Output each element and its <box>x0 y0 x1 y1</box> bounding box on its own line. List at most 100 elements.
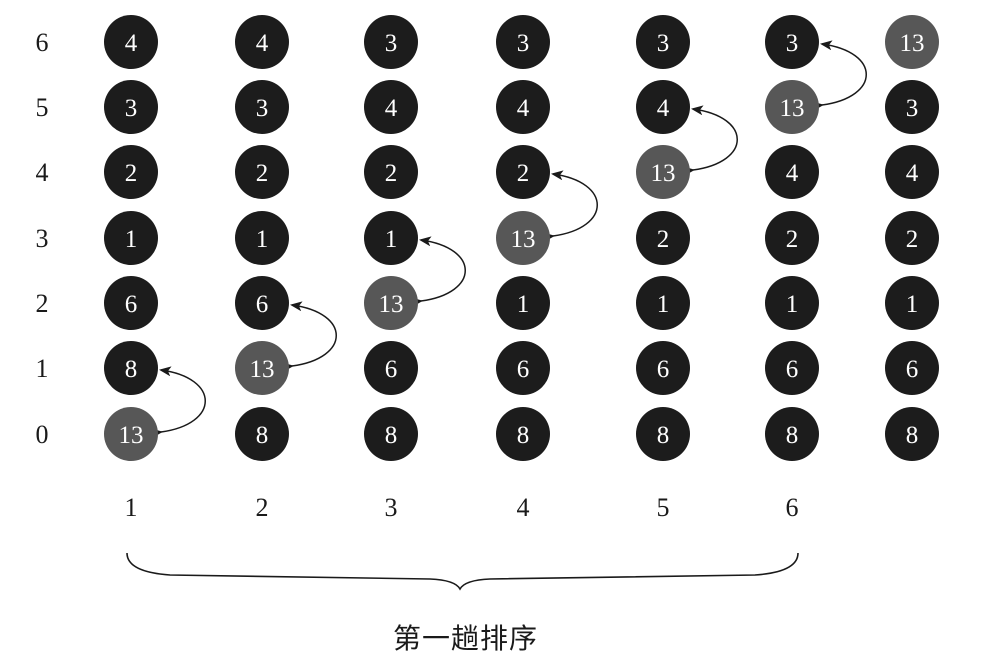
ball-value: 6 <box>256 291 269 318</box>
ball-value: 4 <box>657 95 670 122</box>
ball-circle <box>885 341 939 395</box>
ball-col6-row0: 8 <box>765 407 819 461</box>
ball-value: 4 <box>256 30 269 57</box>
row-label-6: 6 <box>36 28 49 57</box>
ball-circle <box>496 341 550 395</box>
ball-value: 13 <box>511 226 536 253</box>
ball-col4-row5: 4 <box>496 80 550 134</box>
ball-col6-row5: 13 <box>765 80 819 134</box>
ball-circle <box>364 145 418 199</box>
ball-col7-row1: 6 <box>885 341 939 395</box>
ball-value: 6 <box>786 356 799 383</box>
ball-value: 8 <box>657 422 670 449</box>
row-label-0: 0 <box>36 420 49 449</box>
ball-value: 1 <box>517 291 530 318</box>
ball-col5-row6: 3 <box>636 15 690 69</box>
ball-value: 4 <box>906 160 919 187</box>
ball-circle <box>496 407 550 461</box>
swap-arrow-col2 <box>281 301 337 373</box>
ball-circle <box>636 341 690 395</box>
ball-circle <box>885 80 939 134</box>
ball-circle <box>636 145 690 199</box>
ball-col7-row0: 8 <box>885 407 939 461</box>
ball-col5-row0: 8 <box>636 407 690 461</box>
ball-value: 1 <box>125 226 138 253</box>
ball-col7-row6: 13 <box>885 15 939 69</box>
ball-col1-row1: 8 <box>104 341 158 395</box>
ball-col1-row3: 1 <box>104 211 158 265</box>
ball-value: 2 <box>786 226 799 253</box>
ball-circle <box>765 276 819 330</box>
ball-circle <box>496 211 550 265</box>
ball-col5-row1: 6 <box>636 341 690 395</box>
ball-value: 6 <box>125 291 138 318</box>
ball-col5-row5: 4 <box>636 80 690 134</box>
ball-value: 3 <box>385 30 398 57</box>
ball-grid: 13 8 6 1 2 3 4 8 13 6 1 2 3 4 8 6 13 1 2 4 3 8 6 1 13 2 4 3 8 6 1 2 13 4 3… <box>104 15 939 461</box>
ball-circle <box>364 15 418 69</box>
ball-col7-row3: 2 <box>885 211 939 265</box>
ball-value: 8 <box>517 422 530 449</box>
step-label-5: 5 <box>657 493 670 522</box>
ball-circle <box>496 145 550 199</box>
ball-value: 8 <box>256 422 269 449</box>
ball-col6-row3: 2 <box>765 211 819 265</box>
ball-col3-row6: 3 <box>364 15 418 69</box>
ball-value: 8 <box>786 422 799 449</box>
ball-value: 13 <box>379 291 404 318</box>
ball-circle <box>364 341 418 395</box>
ball-circle <box>104 15 158 69</box>
ball-value: 8 <box>125 356 138 383</box>
ball-col4-row6: 3 <box>496 15 550 69</box>
ball-circle <box>364 211 418 265</box>
ball-col5-row3: 2 <box>636 211 690 265</box>
ball-value: 1 <box>385 226 398 253</box>
ball-col1-row5: 3 <box>104 80 158 134</box>
ball-col7-row5: 3 <box>885 80 939 134</box>
ball-value: 4 <box>517 95 530 122</box>
ball-col2-row1: 13 <box>235 341 289 395</box>
ball-circle <box>104 341 158 395</box>
swap-arrow-col3 <box>410 236 466 308</box>
ball-col3-row3: 1 <box>364 211 418 265</box>
ball-value: 6 <box>657 356 670 383</box>
ball-circle <box>765 407 819 461</box>
ball-circle <box>885 211 939 265</box>
ball-value: 6 <box>385 356 398 383</box>
ball-value: 8 <box>906 422 919 449</box>
ball-col4-row3: 13 <box>496 211 550 265</box>
ball-circle <box>104 211 158 265</box>
ball-col4-row2: 1 <box>496 276 550 330</box>
ball-circle <box>885 145 939 199</box>
ball-value: 2 <box>517 160 530 187</box>
ball-circle <box>104 407 158 461</box>
ball-col5-row4: 13 <box>636 145 690 199</box>
step-label-3: 3 <box>385 493 398 522</box>
ball-circle <box>765 145 819 199</box>
ball-col1-row2: 6 <box>104 276 158 330</box>
ball-circle <box>235 276 289 330</box>
ball-col2-row4: 2 <box>235 145 289 199</box>
ball-circle <box>235 15 289 69</box>
ball-col2-row3: 1 <box>235 211 289 265</box>
ball-col6-row6: 3 <box>765 15 819 69</box>
ball-circle <box>496 80 550 134</box>
ball-col3-row1: 6 <box>364 341 418 395</box>
ball-circle <box>364 80 418 134</box>
ball-value: 8 <box>385 422 398 449</box>
row-label-3: 3 <box>36 224 49 253</box>
ball-circle <box>364 276 418 330</box>
ball-value: 13 <box>250 356 275 383</box>
swap-arrow-col1 <box>150 366 206 439</box>
ball-col2-row5: 3 <box>235 80 289 134</box>
ball-value: 4 <box>786 160 799 187</box>
ball-circle <box>885 407 939 461</box>
ball-circle <box>765 15 819 69</box>
ball-value: 3 <box>657 30 670 57</box>
ball-circle <box>765 211 819 265</box>
ball-circle <box>636 276 690 330</box>
swap-arrow-col4 <box>542 170 598 243</box>
ball-value: 1 <box>657 291 670 318</box>
ball-circle <box>235 341 289 395</box>
